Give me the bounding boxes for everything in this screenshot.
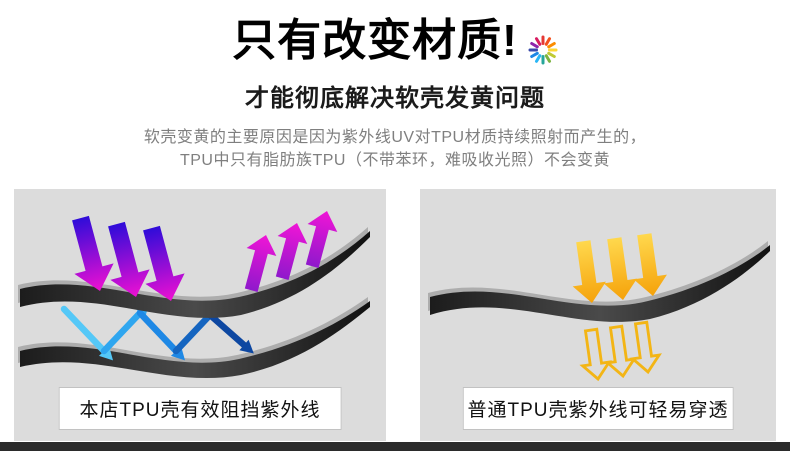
header: 只有改变材质! 才能彻底解决软壳发黄问题 软壳 bbox=[0, 0, 790, 172]
page-title: 只有改变材质! bbox=[232, 16, 518, 65]
uv-incoming-arrows bbox=[566, 231, 670, 306]
description-line-2: TPU中只有脂肪族TPU（不带苯环，难吸收光照）不会变黄 bbox=[179, 152, 610, 169]
title-row: 只有改变材质! bbox=[0, 0, 790, 69]
description-line-1: 软壳变黄的主要原因是因为紫外线UV对TPU材质持续照射而产生的， bbox=[143, 129, 647, 146]
tpu-sheet-top bbox=[18, 227, 370, 318]
panel-uv-blocked: 本店TPU壳有效阻挡紫外线 bbox=[14, 189, 386, 441]
uv-blocked-illustration bbox=[18, 207, 370, 379]
color-wheel-icon bbox=[528, 35, 558, 65]
tpu-sheet bbox=[428, 241, 770, 322]
caption-uv-penetrates: 普通TPU壳紫外线可轻易穿透 bbox=[462, 387, 734, 430]
panel-uv-penetrates: 普通TPU壳紫外线可轻易穿透 bbox=[420, 189, 776, 441]
uv-penetrating-arrows bbox=[576, 319, 663, 383]
subtitle: 才能彻底解决软壳发黄问题 bbox=[245, 85, 545, 112]
footer-strip bbox=[0, 442, 790, 451]
uv-penetrates-illustration bbox=[428, 231, 770, 383]
comparison-panels: 本店TPU壳有效阻挡紫外线 bbox=[0, 189, 790, 441]
caption-uv-blocked: 本店TPU壳有效阻挡紫外线 bbox=[58, 387, 342, 430]
